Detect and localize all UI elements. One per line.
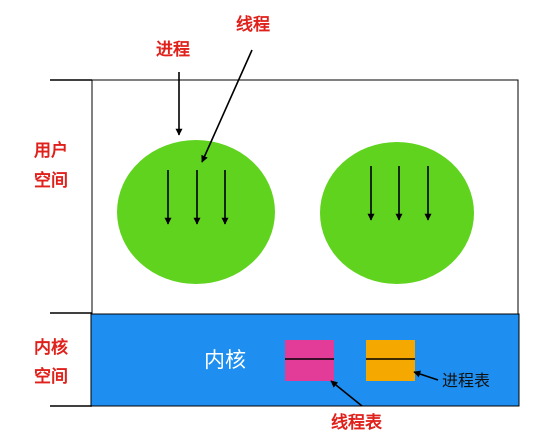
thread-table [285,340,334,381]
process-table [366,340,415,381]
process-2 [320,142,474,284]
kernel-space-label-line1: 内核 [34,337,68,358]
thread-table-pointer-arrow [330,380,363,407]
thread-table-label: 线程表 [331,412,383,433]
process-table-pointer-arrow [413,370,439,381]
thread-label: 线程 [236,14,270,35]
user-space-label-line1: 用户 [34,140,68,161]
user-space-label-line2: 空间 [34,170,68,191]
process-label: 进程 [156,40,190,60]
thread-pointer-arrow [201,49,253,163]
process-table-label: 进程表 [442,371,490,390]
kernel-label: 内核 [204,348,246,372]
process-1 [117,140,275,284]
kernel-space-label-line2: 空间 [34,366,68,387]
